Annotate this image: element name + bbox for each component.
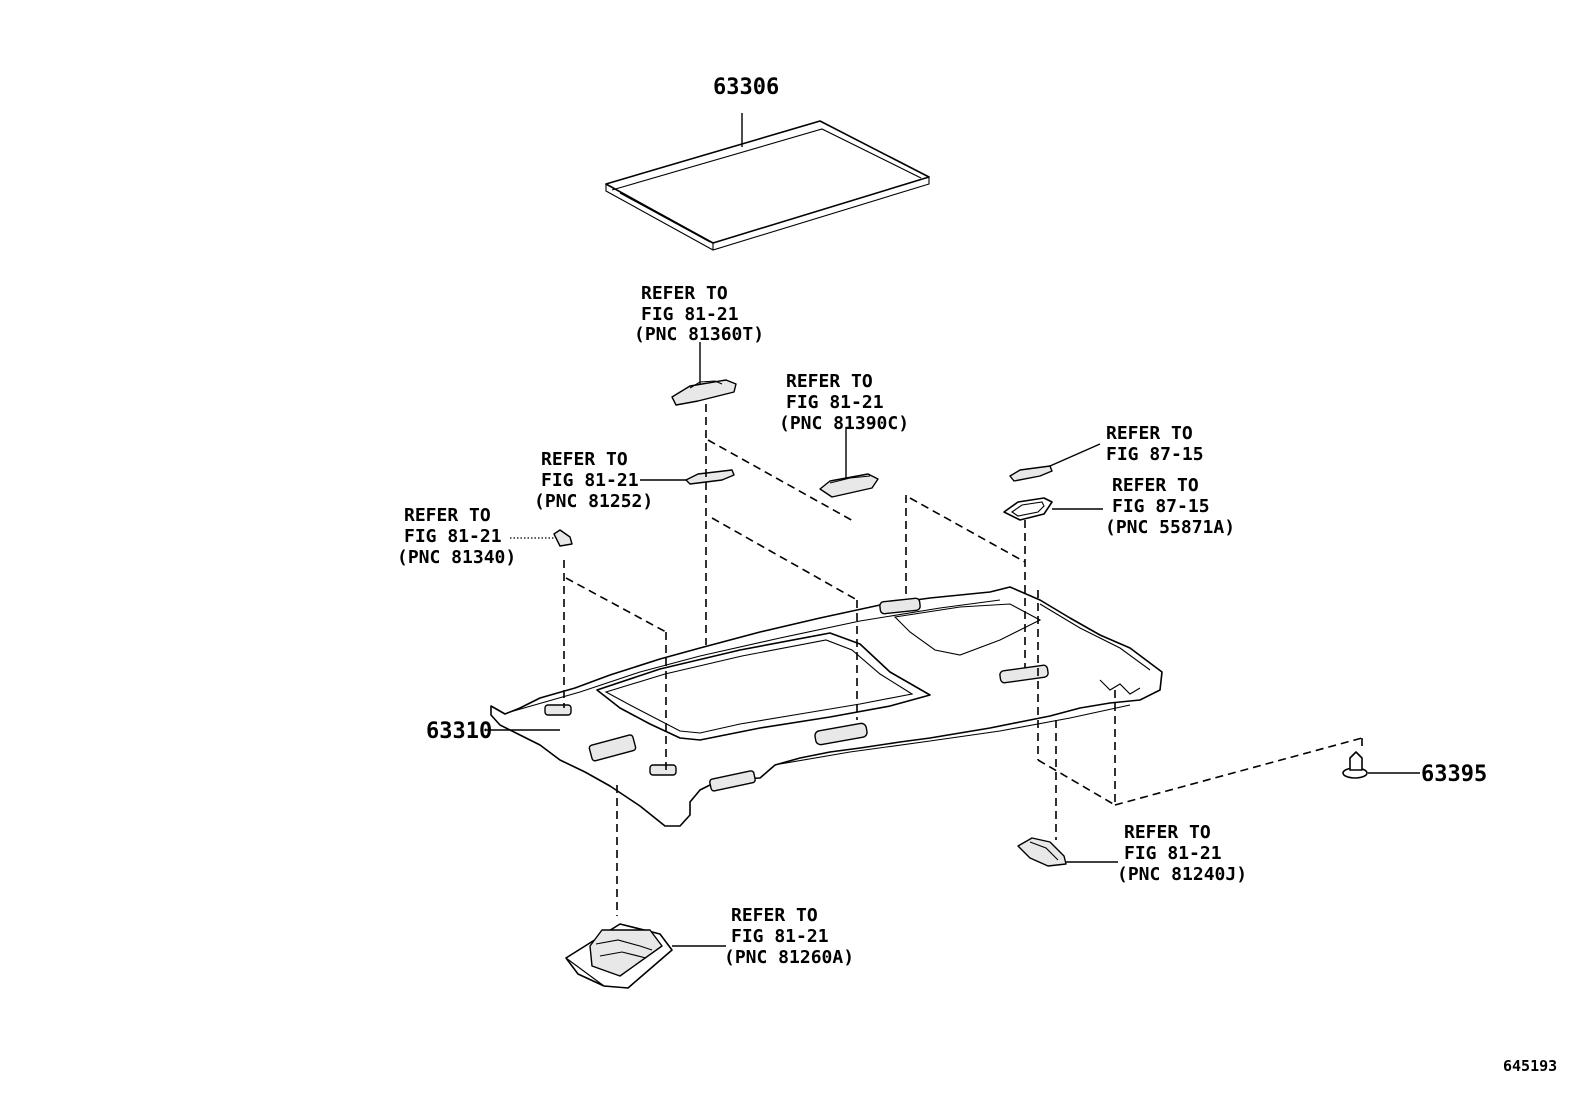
callout-line: REFER TO [731,905,818,926]
part-81260A-drawing [565,923,673,989]
callout-81252: REFER TO FIG 81-21 (PNC 81252) [534,449,653,512]
callout-81390C: REFER TO FIG 81-21 (PNC 81390C) [779,371,909,434]
callout-line: FIG 81-21 [641,304,739,325]
part-number-63306[interactable]: 63306 [713,75,779,100]
sunshade-panel-drawing [605,120,930,251]
callout-line: REFER TO [786,371,873,392]
part-81340-drawing [553,529,573,547]
part-55871A-drawing [1003,497,1053,521]
callout-line: REFER TO [641,283,728,304]
part-number-63395[interactable]: 63395 [1421,762,1487,787]
clip-drawing [1342,751,1368,779]
callout-line: REFER TO [404,505,491,526]
part-87-15-drawing [1009,465,1053,482]
part-81252-drawing [685,469,735,485]
callout-81340: REFER TO FIG 81-21 (PNC 81340) [397,505,516,568]
figure-id: 645193 [1503,1057,1557,1075]
headliner-drawing [490,586,1163,827]
callout-line: REFER TO [1106,423,1193,444]
part-number-63310[interactable]: 63310 [426,719,492,744]
callout-line: (PNC 81340) [397,547,516,568]
part-81390C-drawing [819,473,879,498]
part-81360T-drawing [671,379,737,406]
assembly-dashed-lines [563,404,1363,916]
callout-line: REFER TO [1112,475,1199,496]
callout-line: (PNC 81252) [534,491,653,512]
callout-81360T: REFER TO FIG 81-21 (PNC 81360T) [634,283,764,345]
callout-line: FIG 81-21 [541,470,639,491]
callout-line: REFER TO [1124,822,1211,843]
callout-line: FIG 81-21 [731,926,829,947]
callout-87-15: REFER TO FIG 87-15 [1106,423,1204,465]
callout-81260A: REFER TO FIG 81-21 (PNC 81260A) [724,905,854,968]
callout-line: (PNC 81260A) [724,947,854,968]
callout-line: (PNC 81240J) [1117,864,1247,885]
leader-87-15 [1049,443,1101,467]
callout-line: (PNC 81360T) [634,324,764,345]
callout-line: FIG 87-15 [1112,496,1210,517]
part-81240J-drawing [1017,837,1067,867]
callout-line: FIG 81-21 [786,392,884,413]
callout-line: FIG 81-21 [404,526,502,547]
callout-81240J: REFER TO FIG 81-21 (PNC 81240J) [1117,822,1247,885]
callout-55871A: REFER TO FIG 87-15 (PNC 55871A) [1105,475,1235,538]
callout-line: FIG 87-15 [1106,444,1204,465]
callout-line: (PNC 55871A) [1105,517,1235,538]
callout-line: REFER TO [541,449,628,470]
callout-line: FIG 81-21 [1124,843,1222,864]
callout-line: (PNC 81390C) [779,413,909,434]
